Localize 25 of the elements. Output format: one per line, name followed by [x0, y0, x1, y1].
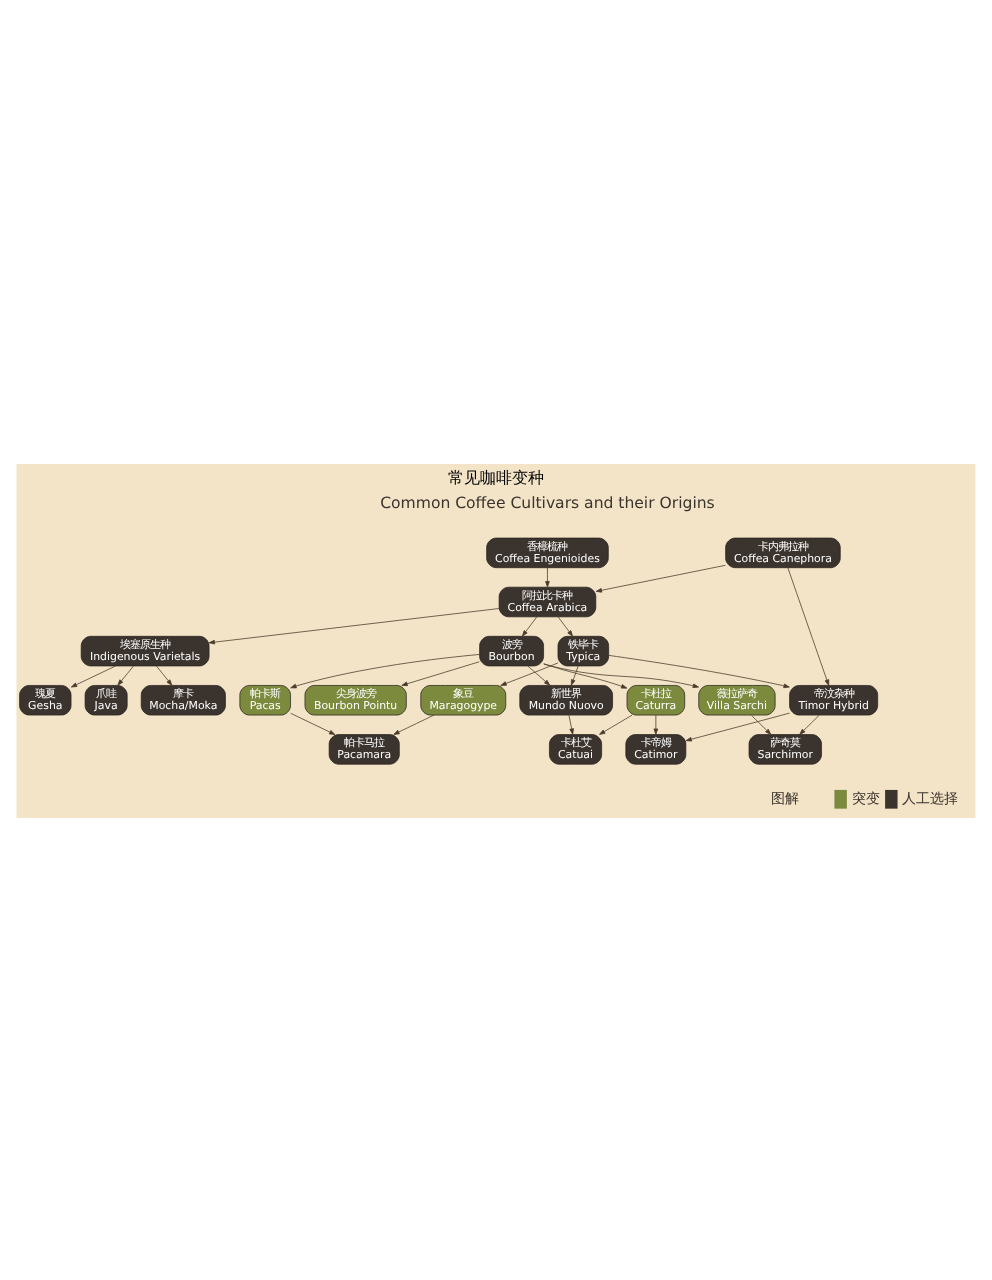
arrow [608, 654, 790, 688]
arrow [545, 566, 550, 587]
arrow [751, 713, 772, 734]
arrow [290, 711, 336, 734]
arrow [685, 711, 790, 741]
arrow [290, 653, 480, 688]
arrow [595, 563, 726, 592]
arrow [401, 660, 480, 685]
arrow [500, 661, 559, 685]
arrow [70, 664, 116, 687]
arrow [117, 664, 134, 685]
arrow [557, 615, 573, 636]
arrow [208, 607, 500, 644]
arrow [543, 662, 699, 688]
arrow [521, 615, 538, 636]
arrow [543, 662, 628, 688]
arrow [570, 664, 579, 685]
arrow [527, 664, 551, 685]
arrow [393, 713, 435, 734]
arrow [599, 713, 633, 734]
arrow [799, 713, 820, 734]
arrow [787, 566, 830, 685]
arrow [653, 713, 659, 734]
arrow [156, 664, 173, 685]
arrow [568, 713, 574, 734]
